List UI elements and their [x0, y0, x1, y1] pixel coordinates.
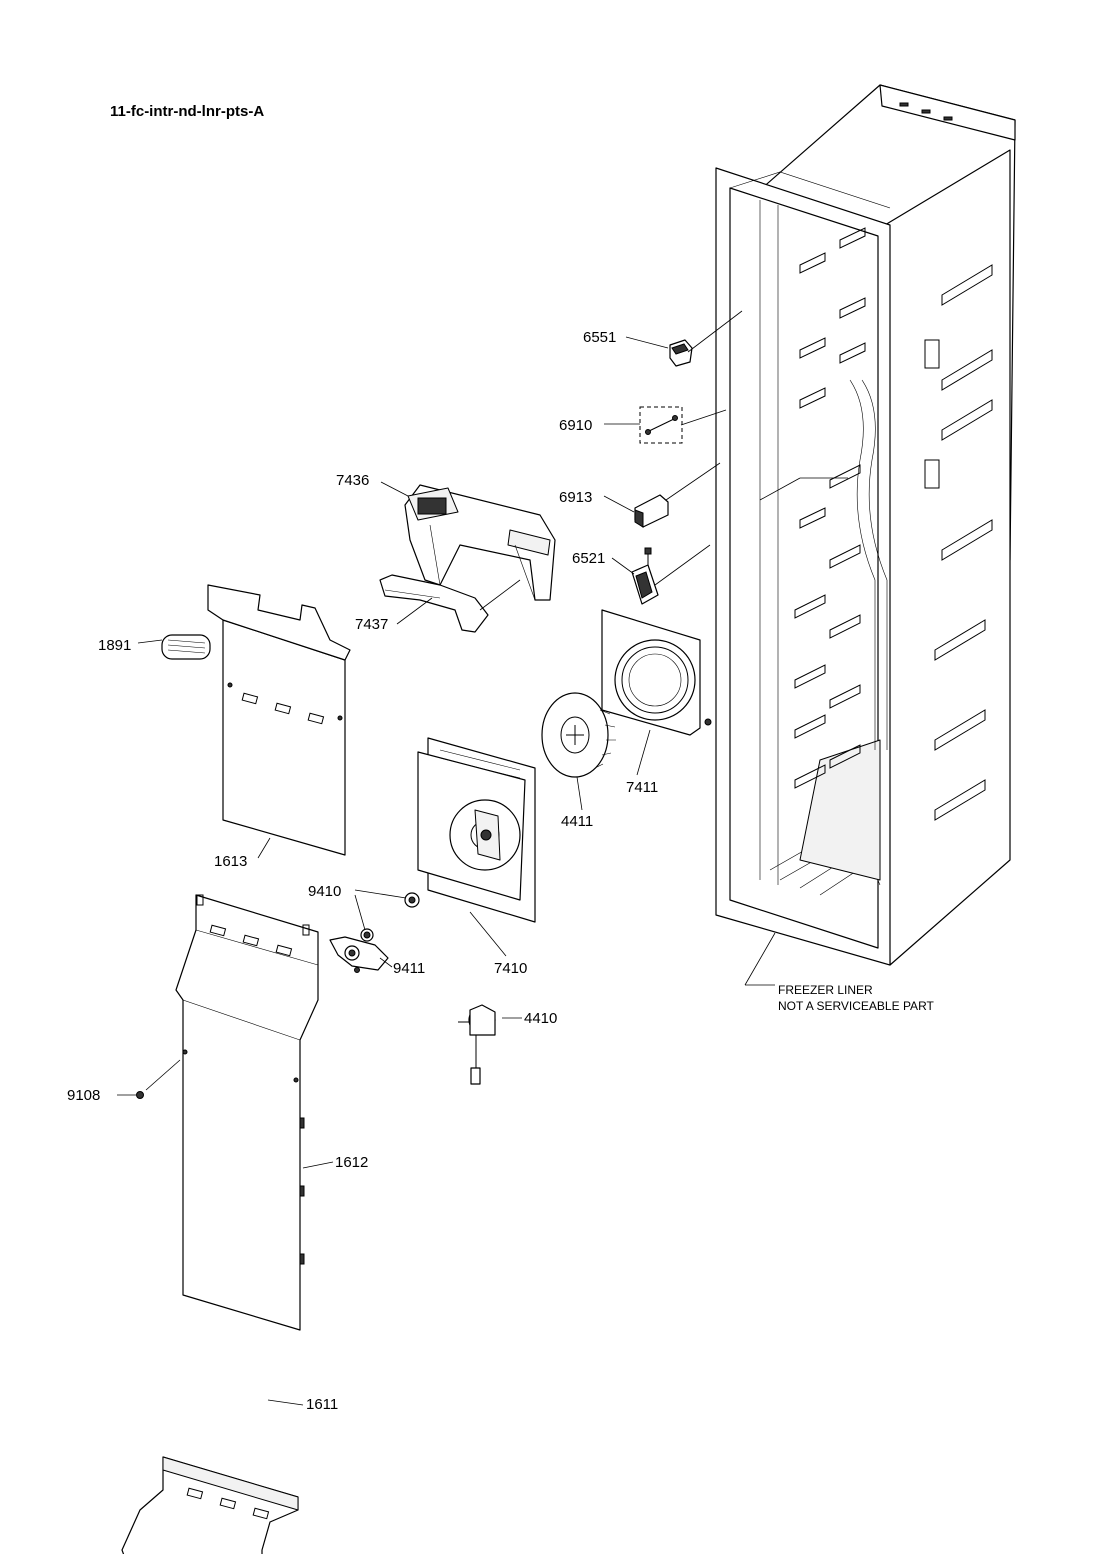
callout-1612: 1612 [335, 1154, 368, 1171]
callout-7437: 7437 [355, 616, 388, 633]
part-7410-fan-housing [417, 737, 536, 923]
liner-note-line2: NOT A SERVICEABLE PART [778, 999, 935, 1013]
freezer-liner [715, 84, 1016, 966]
diagram-title: 11-fc-intr-nd-lnr-pts-A [110, 103, 265, 120]
callout-4411: 4411 [561, 813, 593, 830]
callout-7436: 7436 [336, 472, 369, 489]
part-9108-screw [136, 1091, 144, 1099]
callout-labels: 6551 6910 7436 6913 6521 7437 1891 7411 … [67, 329, 935, 1413]
part-6551-light-socket [669, 339, 693, 367]
part-6521-thermistor [631, 547, 659, 605]
part-1612-air-duct-cover [175, 894, 319, 1331]
part-6913-cover [634, 494, 669, 528]
part-4411-fan-blade [541, 692, 616, 778]
part-4410-fan-motor [458, 1004, 496, 1085]
callout-7410: 7410 [494, 960, 527, 977]
callout-9410: 9410 [308, 883, 341, 900]
part-6910-wire-harness [639, 406, 683, 444]
callout-6551: 6551 [583, 329, 616, 346]
callout-6910: 6910 [559, 417, 592, 434]
part-7411-fan-shroud [601, 609, 712, 736]
part-9410-gear [360, 892, 420, 942]
part-1891-grille [161, 634, 211, 660]
part-9411-motor-bracket [329, 936, 389, 973]
callout-1611: 1611 [306, 1396, 338, 1413]
callout-1613: 1613 [214, 853, 247, 870]
callout-9108: 9108 [67, 1087, 100, 1104]
part-7436-air-duct [404, 484, 556, 601]
callout-7411: 7411 [626, 779, 658, 796]
liner-note-line1: FREEZER LINER [778, 983, 873, 997]
leader-lines [117, 310, 848, 1406]
callout-6913: 6913 [559, 489, 592, 506]
part-1613-evaporator-cover [207, 584, 351, 856]
callout-6521: 6521 [572, 550, 605, 567]
callout-9411: 9411 [393, 960, 425, 977]
part-7437-duct-bottom [379, 574, 489, 633]
callout-4410: 4410 [524, 1010, 557, 1027]
part-1611-lower-cover [121, 1456, 299, 1554]
callout-1891: 1891 [98, 637, 131, 654]
